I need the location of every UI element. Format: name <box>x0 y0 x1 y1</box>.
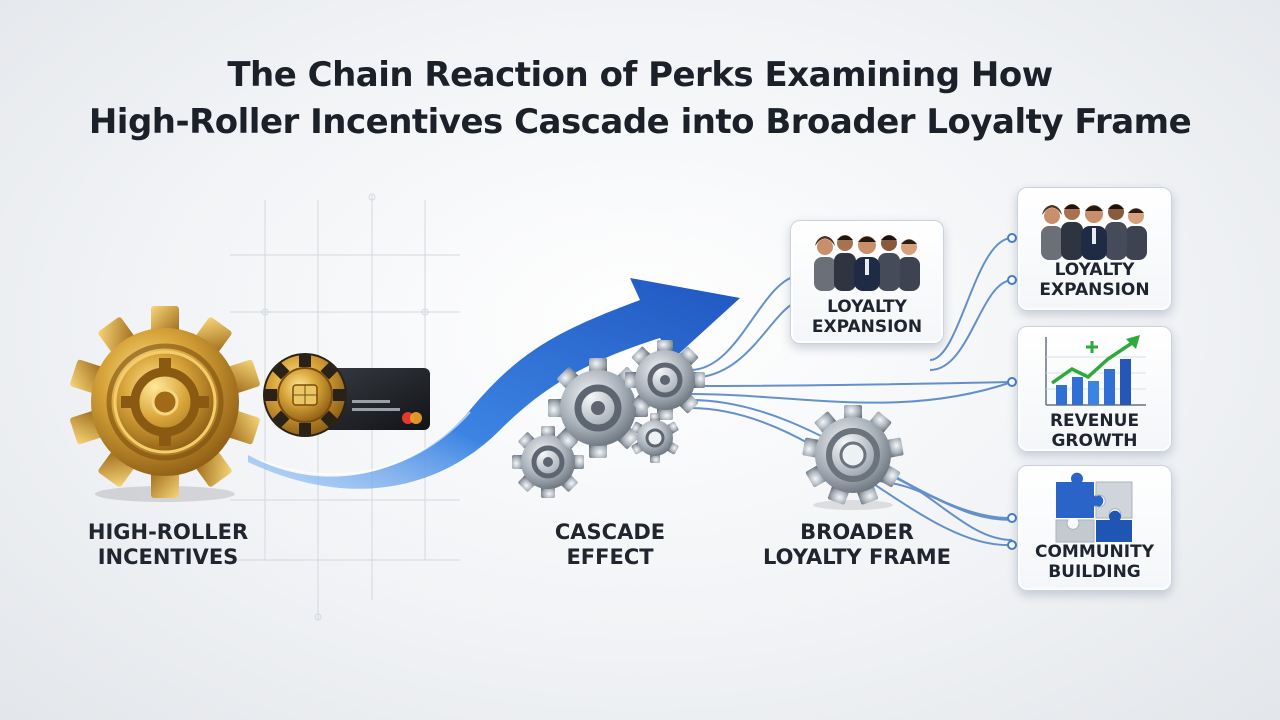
cascade-gears-icon <box>512 340 705 498</box>
team-icon <box>814 235 920 291</box>
team-icon <box>1041 204 1147 260</box>
card-label: COMMUNITY BUILDING <box>1034 542 1155 582</box>
card-label: LOYALTY EXPANSION <box>811 297 923 337</box>
cascade-arrow-icon <box>248 278 740 489</box>
card-revenue-growth: REVENUE GROWTH <box>1017 326 1172 452</box>
card-community-building: COMMUNITY BUILDING <box>1017 465 1172 591</box>
card-label: LOYALTY EXPANSION <box>1039 260 1150 300</box>
frame-gear-icon <box>802 405 904 510</box>
puzzle-icon <box>1055 472 1133 543</box>
stage-label-frame: BROADER LOYALTY FRAME <box>763 520 951 569</box>
stage-label-cascade: CASCADE EFFECT <box>554 520 666 569</box>
card-label: REVENUE GROWTH <box>1049 411 1140 451</box>
card-loyalty-expansion-2: LOYALTY EXPANSION <box>1017 187 1172 311</box>
stage-label-incentives: HIGH-ROLLER INCENTIVES <box>87 520 249 569</box>
card-loyalty-expansion-1: LOYALTY EXPANSION <box>790 220 944 344</box>
title-line-2: High-Roller Incentives Cascade into Broa… <box>88 102 1192 142</box>
growth-chart-icon <box>1045 335 1146 406</box>
title-line-1: The Chain Reaction of Perks Examining Ho… <box>227 55 1053 95</box>
casino-chip-icon <box>263 353 347 437</box>
gold-gear-icon <box>70 306 260 502</box>
page-title: The Chain Reaction of Perks Examining Ho… <box>0 52 1280 146</box>
